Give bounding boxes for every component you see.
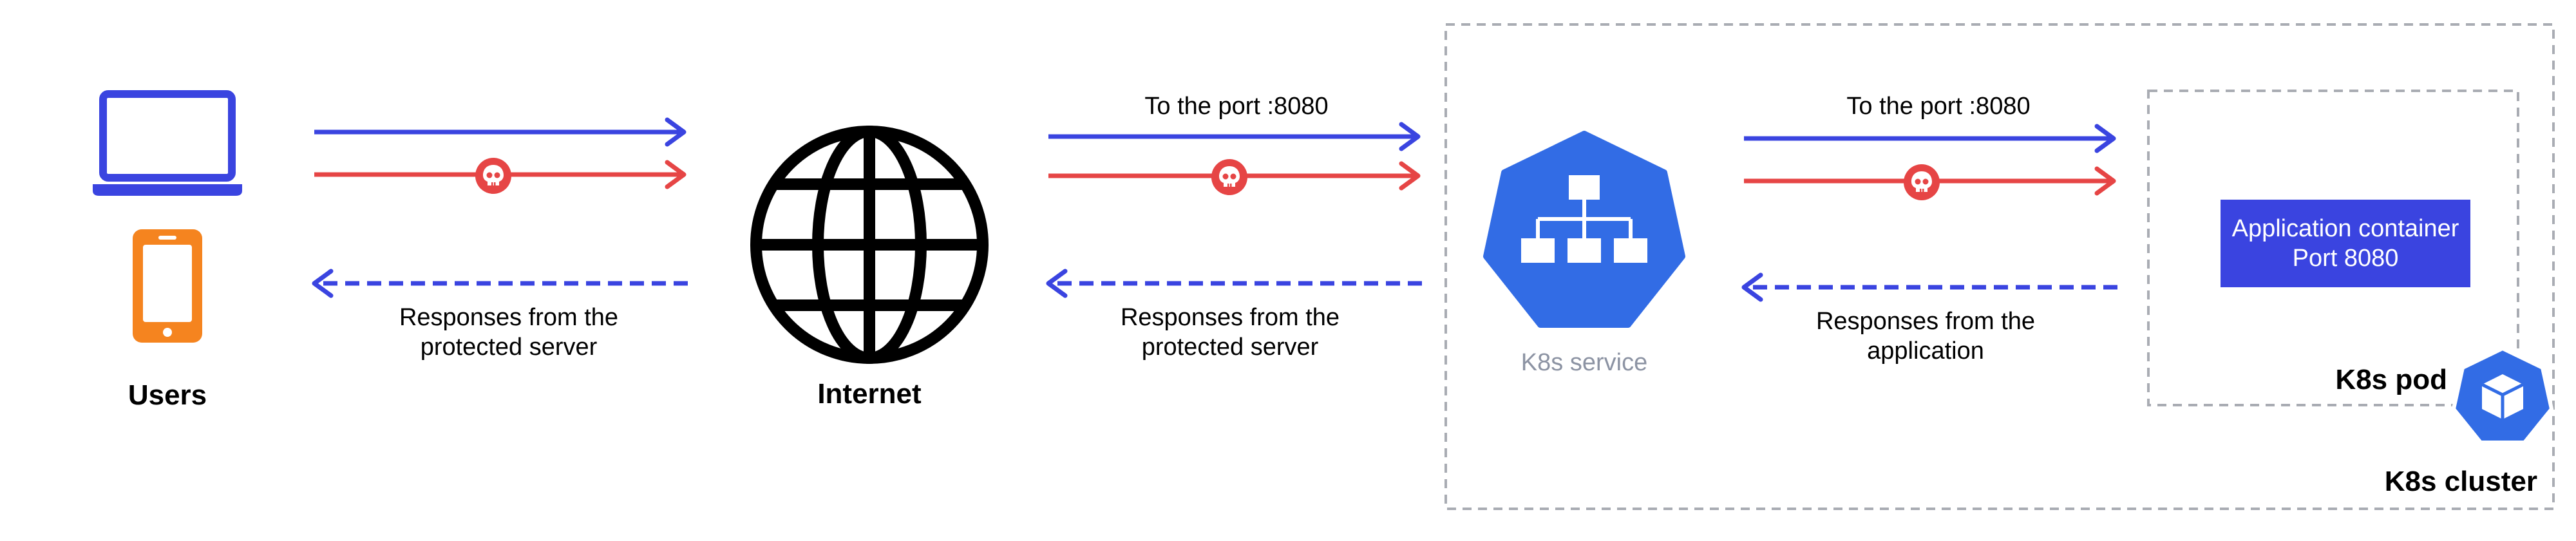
port-label: To the port :8080	[1144, 93, 1329, 120]
response-label-line2: application	[1867, 337, 1984, 365]
response-label: Responses from the application	[1777, 307, 2074, 366]
response-label: Responses from the protected server	[1082, 303, 1378, 362]
k8s-cluster-label: K8s cluster	[2384, 466, 2537, 497]
response-arrow	[1741, 272, 2120, 302]
skull-icon	[1211, 159, 1247, 195]
globe-icon	[750, 126, 989, 364]
response-label: Responses from the protected server	[361, 303, 657, 362]
response-label-line2: protected server	[420, 334, 598, 361]
k8s-pod-boundary	[2147, 90, 2519, 406]
port-label: To the port :8080	[1846, 93, 2031, 120]
request-arrow	[1048, 122, 1421, 151]
phone-icon	[133, 229, 202, 343]
users-label: Users	[128, 379, 207, 411]
app-container-box: Application container Port 8080	[2221, 200, 2470, 287]
app-container-name: Application container	[2231, 215, 2459, 242]
skull-icon	[475, 158, 511, 194]
response-label-line1: Responses from the	[399, 304, 619, 331]
response-label-line1: Responses from the	[1815, 308, 2036, 335]
k8s-pod-label: K8s pod	[2335, 364, 2447, 395]
app-container-port: Port 8080	[2292, 245, 2399, 272]
response-label-line1: Responses from the	[1120, 304, 1340, 331]
skull-icon	[1904, 164, 1940, 200]
k8s-service-label: K8s service	[1520, 349, 1648, 376]
response-label-line2: protected server	[1141, 334, 1319, 361]
k8s-service-icon	[1483, 131, 1685, 328]
response-arrow	[1046, 269, 1425, 298]
request-arrow	[314, 117, 687, 147]
k8s-cluster-boundary	[1444, 23, 2555, 510]
request-arrow	[1744, 124, 2116, 153]
response-arrow	[312, 269, 690, 298]
laptop-icon	[93, 90, 242, 196]
internet-label: Internet	[817, 378, 922, 410]
k8s-pod-icon	[2452, 346, 2553, 444]
